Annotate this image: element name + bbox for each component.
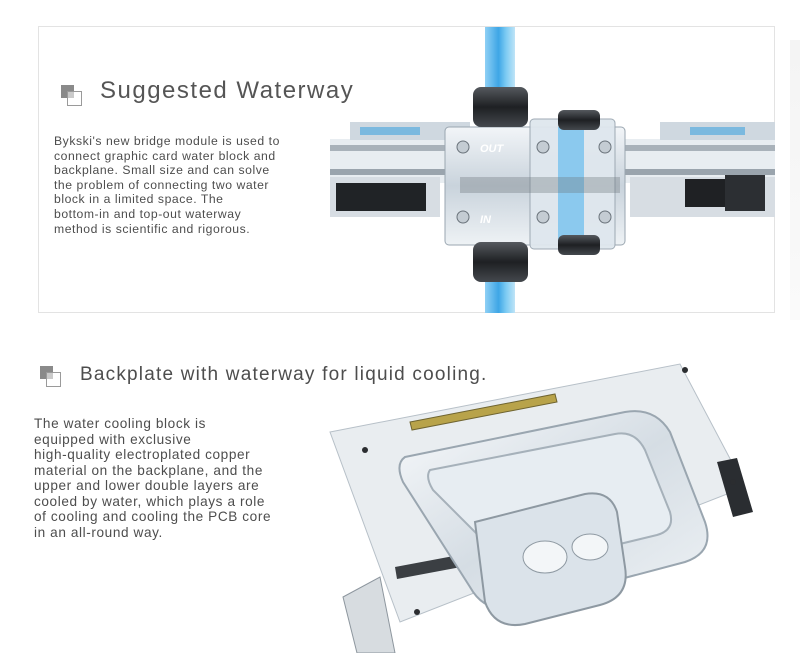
description-line: cooled by water, which plays a role	[34, 493, 266, 509]
out-label: OUT	[480, 143, 505, 155]
section-title-suggested-waterway: Suggested Waterway	[100, 77, 355, 104]
description-line: The water cooling block is	[34, 416, 207, 431]
description-line: upper and lower double layers are	[34, 478, 260, 493]
bottom-fitting	[473, 242, 528, 282]
description-line: backplane. Small size and can solve	[54, 163, 270, 178]
description-line: of cooling and cooling the PCB core	[34, 509, 272, 524]
description-line: method is scientific and rigorous.	[54, 221, 251, 236]
description-line: bottom-in and top-out waterway	[54, 206, 242, 221]
overlapping-squares-icon	[61, 85, 83, 107]
edge-strip	[790, 40, 800, 320]
in-label: IN	[480, 214, 492, 226]
water-block-image	[329, 363, 753, 653]
overlapping-squares-icon	[40, 366, 62, 388]
description-line: the problem of connecting two water	[54, 177, 270, 192]
section-title-backplate: Backplate with waterway for liquid cooli…	[80, 364, 488, 385]
description-line: high-quality electroplated copper	[34, 447, 251, 462]
backplate-description: The water cooling block is equipped with…	[34, 416, 326, 540]
description-line: in an all-round way.	[34, 524, 163, 540]
description-line: connect graphic card water block and	[54, 148, 276, 163]
description-line: block in a limited space. The	[54, 192, 224, 207]
bridge-module-description: Bykski's new bridge module is used to co…	[54, 134, 326, 236]
top-fitting	[473, 87, 528, 127]
description-line: material on the backplane, and the	[34, 462, 263, 478]
description-line: equipped with exclusive	[34, 431, 192, 447]
bridge-module-image: OUT IN	[330, 27, 775, 313]
description-line: Bykski's new bridge module is used to	[54, 134, 280, 148]
